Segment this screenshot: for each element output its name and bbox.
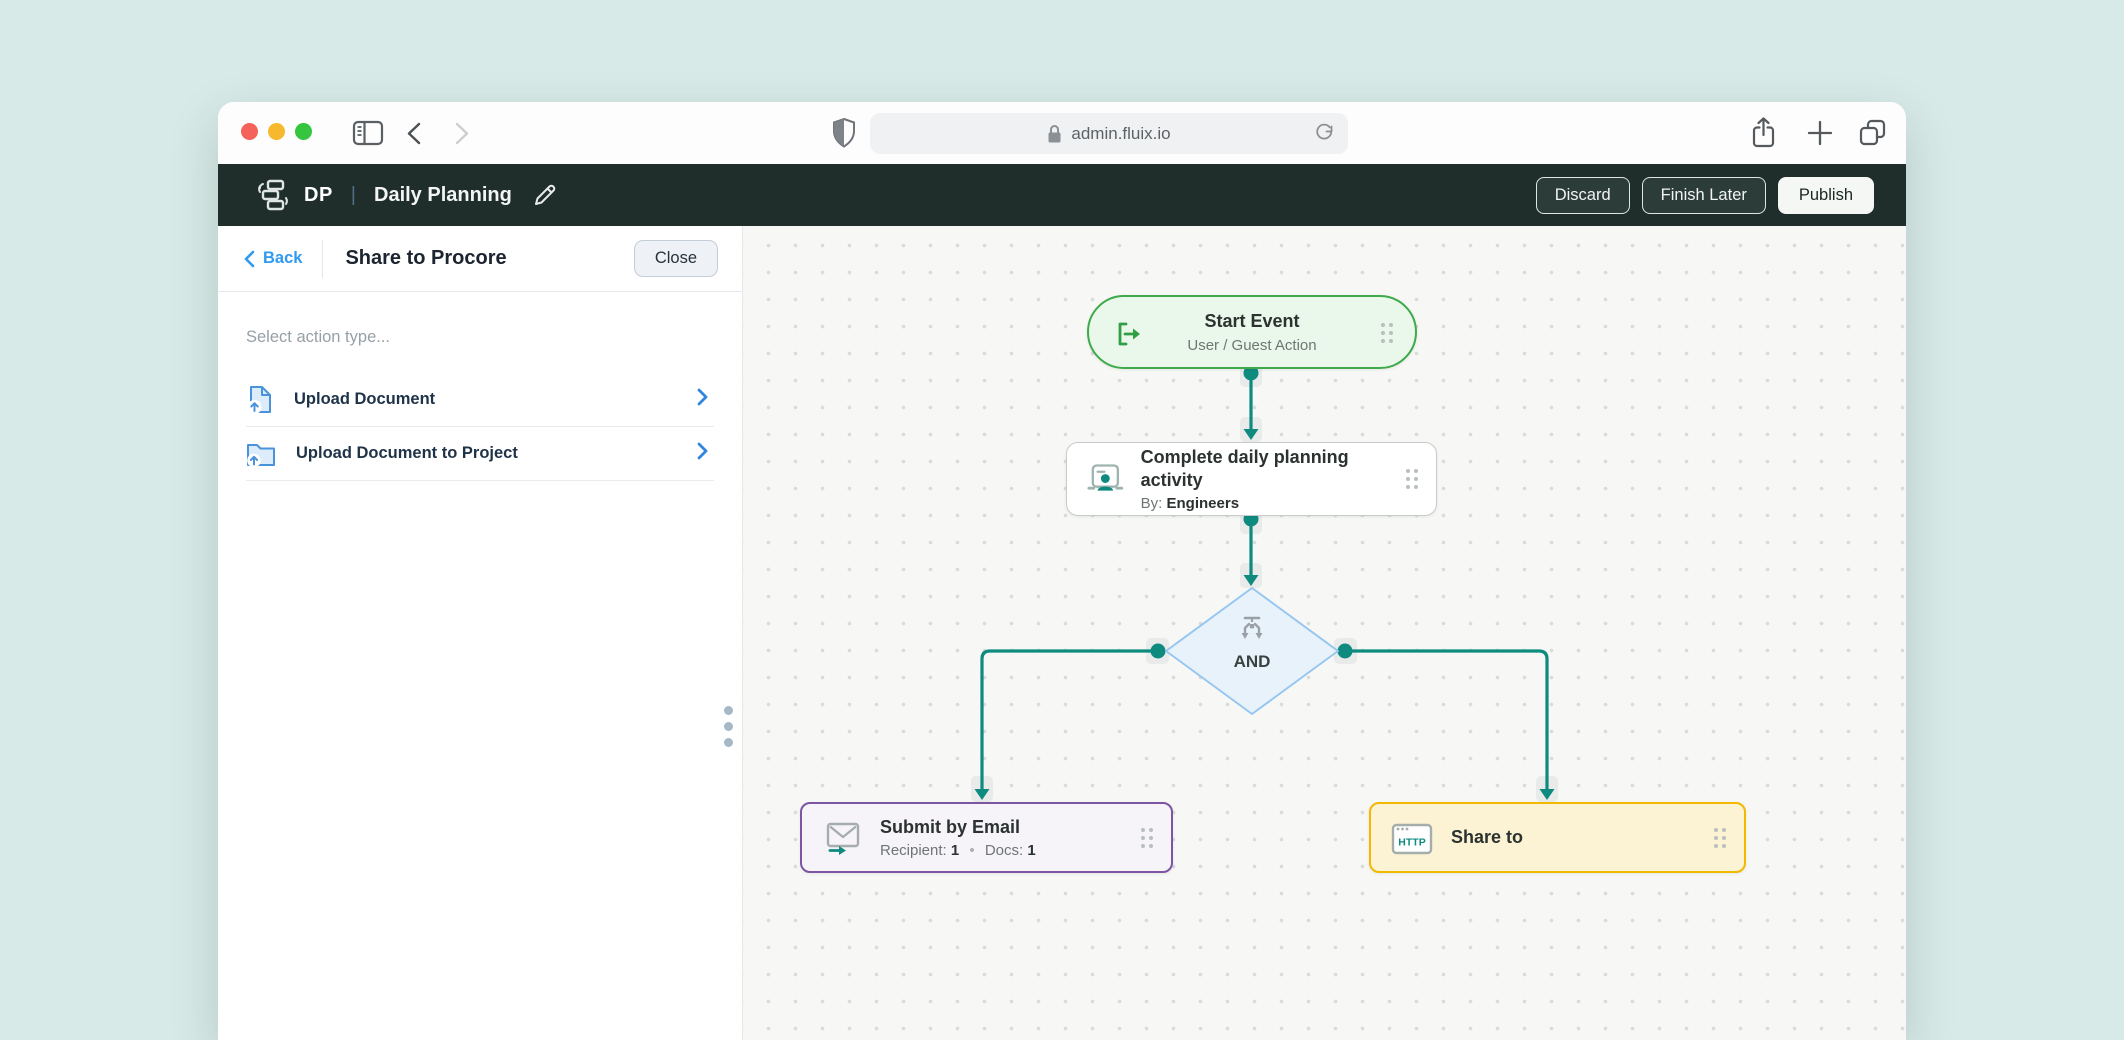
sidebar-toggle-button[interactable] (352, 119, 384, 152)
traffic-light-zoom[interactable] (295, 123, 312, 140)
node-activity[interactable]: Complete daily planning activity By: Eng… (1066, 442, 1437, 516)
share-button[interactable] (1750, 116, 1777, 154)
back-chevron-icon (407, 122, 421, 145)
sidebar-toggle-icon (352, 120, 384, 146)
folder-upload-icon (247, 443, 275, 467)
chevron-left-icon (244, 250, 255, 267)
address-bar[interactable]: admin.fluix.io (870, 113, 1348, 154)
arrowhead (1539, 789, 1555, 800)
chevron-right-icon (697, 442, 708, 465)
node-start-event[interactable]: Start Event User / Guest Action (1087, 295, 1417, 369)
node-title: Share to (1451, 827, 1524, 848)
drag-handle-dots[interactable] (1381, 323, 1393, 343)
side-panel: Back Share to Procore Close Select actio… (218, 226, 742, 1040)
node-subtitle: User / Guest Action (1187, 336, 1317, 354)
action-item-upload-document-to-project[interactable]: Upload Document to Project (246, 427, 714, 481)
workflow-title: Daily Planning (374, 183, 512, 206)
connector-dot[interactable] (1337, 643, 1353, 659)
drag-handle-dots[interactable] (1714, 827, 1726, 848)
edit-title-button[interactable] (532, 182, 558, 208)
connector-dot[interactable] (1150, 643, 1166, 659)
app-header: DP | Daily Planning Discard Finish Later… (218, 164, 1906, 226)
share-icon (1752, 117, 1775, 148)
arrowhead (974, 789, 990, 800)
http-icon: HTTP (1391, 823, 1433, 854)
arrowhead (1243, 429, 1259, 440)
connector-dot[interactable] (1243, 365, 1259, 381)
gateway-label: AND (1233, 652, 1271, 671)
arrowhead (1243, 575, 1259, 586)
gateway-and[interactable]: AND (1192, 615, 1312, 672)
back-button[interactable] (406, 121, 422, 151)
chevron-right-icon (697, 388, 708, 411)
finish-later-button[interactable]: Finish Later (1641, 176, 1766, 214)
node-title: Complete daily planning activity (1140, 447, 1349, 490)
reload-button[interactable] (1314, 122, 1336, 149)
close-button[interactable]: Close (633, 240, 718, 277)
workflow-canvas[interactable]: Start Event User / Guest Action (742, 226, 1906, 1040)
traffic-light-minimize[interactable] (268, 123, 285, 140)
split-branch-icon (1241, 616, 1263, 639)
action-list: Upload Document (246, 373, 714, 481)
drag-handle-dots[interactable] (1406, 469, 1418, 489)
reload-icon (1316, 123, 1333, 140)
workflow-logo-icon (258, 179, 288, 211)
connector-gateway-to-email[interactable] (980, 649, 1160, 791)
node-share-to[interactable]: HTTP Share to (1369, 802, 1746, 873)
node-title: Start Event (1204, 311, 1300, 332)
workflow-initials: DP (304, 183, 333, 206)
title-separator: | (350, 183, 356, 206)
discard-button[interactable]: Discard (1535, 176, 1630, 214)
new-tab-button[interactable] (1806, 119, 1834, 152)
tabs-overview-button[interactable] (1858, 118, 1888, 153)
svg-text:HTTP: HTTP (1398, 836, 1425, 848)
pencil-icon (534, 184, 556, 205)
url-text: admin.fluix.io (1071, 123, 1171, 143)
panel-header: Back Share to Procore Close (218, 226, 742, 292)
node-submit-by-email[interactable]: Submit by Email Recipient: 1 • Docs: 1 (800, 802, 1173, 873)
plus-icon (1807, 120, 1833, 146)
node-title: Submit by Email (880, 816, 1021, 837)
browser-toolbar: admin.fluix.io (218, 102, 1906, 164)
document-upload-icon (247, 385, 271, 414)
gateway-diamond[interactable] (1165, 587, 1339, 715)
action-item-label: Upload Document (294, 390, 436, 408)
start-event-icon (1115, 320, 1143, 353)
connector-gateway-to-share[interactable] (1343, 649, 1549, 791)
publish-button[interactable]: Publish (1777, 176, 1874, 214)
tabs-icon (1859, 119, 1886, 146)
back-link[interactable]: Back (244, 249, 302, 268)
traffic-light-close[interactable] (241, 123, 258, 140)
header-divider (322, 239, 324, 278)
assignee-icon (1087, 464, 1124, 491)
action-type-prompt: Select action type... (246, 328, 390, 346)
lock-icon (1048, 124, 1061, 142)
node-subtitle: By: Engineers (1140, 495, 1240, 512)
privacy-shield-icon[interactable] (832, 117, 856, 154)
panel-title: Share to Procore (345, 247, 507, 269)
drag-handle-dots[interactable] (1141, 827, 1153, 848)
panel-resize-handle[interactable] (724, 706, 733, 747)
node-subtitle: Recipient: 1 • Docs: 1 (880, 842, 1036, 860)
action-item-label: Upload Document to Project (296, 444, 518, 462)
forward-chevron-icon (455, 122, 469, 145)
action-item-upload-document[interactable]: Upload Document (246, 373, 714, 427)
browser-window: admin.fluix.io (218, 102, 1906, 1040)
forward-button[interactable] (454, 121, 470, 151)
email-icon (826, 822, 860, 855)
